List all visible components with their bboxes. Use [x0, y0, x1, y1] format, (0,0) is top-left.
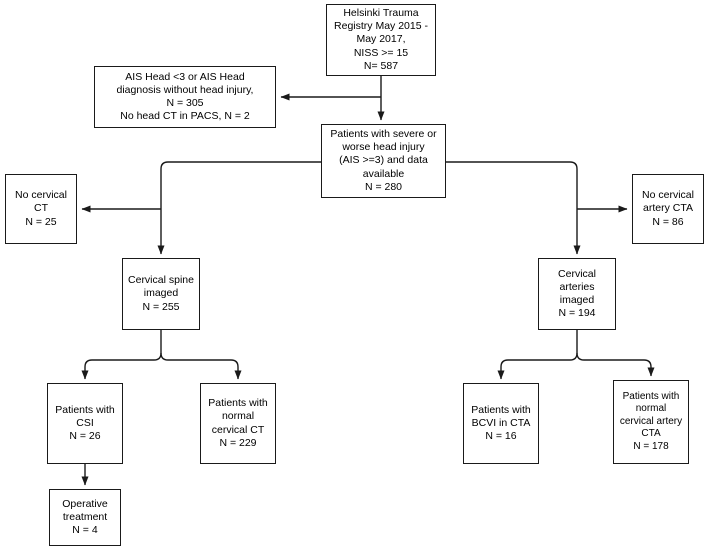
node-patients-normal-cervical-artery-cta-label: Patients with normal cervical artery CTA…	[619, 390, 683, 452]
node-no-cervical-artery-cta-label: No cervical artery CTA N = 86	[642, 189, 694, 228]
node-cervical-arteries-imaged: Cervical arteries imaged N = 194	[538, 258, 616, 330]
node-patients-normal-cervical-ct-label: Patients with normal cervical CT N = 229	[208, 397, 268, 449]
edge-cervical-arteries-to-patients-bcvi	[497, 352, 578, 380]
node-excluded-label: AIS Head <3 or AIS Head diagnosis withou…	[116, 70, 254, 123]
node-operative-treatment: Operative treatment N = 4	[49, 489, 121, 546]
node-registry-label: Helsinki Trauma Registry May 2015 - May …	[334, 6, 428, 72]
node-patients-bcvi-in-cta: Patients with BCVI in CTA N = 16	[463, 383, 539, 464]
node-patients-with-csi: Patients with CSI N = 26	[47, 383, 123, 464]
node-registry: Helsinki Trauma Registry May 2015 - May …	[326, 4, 436, 76]
node-no-cervical-artery-cta: No cervical artery CTA N = 86	[632, 174, 704, 244]
edge-cervical-arteries-to-patients-normal-cta	[576, 352, 655, 377]
node-operative-treatment-label: Operative treatment N = 4	[62, 497, 108, 537]
node-excluded: AIS Head <3 or AIS Head diagnosis withou…	[94, 66, 276, 128]
node-cervical-spine-imaged-label: Cervical spine imaged N = 255	[128, 274, 194, 313]
edge-cervical-spine-to-patients-csi	[81, 352, 162, 380]
node-patients-with-csi-label: Patients with CSI N = 26	[55, 403, 115, 443]
node-patients-bcvi-in-cta-label: Patients with BCVI in CTA N = 16	[471, 403, 531, 443]
edge-cervical-spine-to-patients-normal-ct	[160, 352, 242, 380]
node-severe-head-injury: Patients with severe or worse head injur…	[321, 124, 446, 198]
node-no-cervical-ct-label: No cervical CT N = 25	[15, 189, 67, 228]
edge-severe-to-cervical-spine-imaged	[157, 161, 321, 255]
node-severe-head-injury-label: Patients with severe or worse head injur…	[330, 127, 437, 193]
node-patients-normal-cervical-ct: Patients with normal cervical CT N = 229	[200, 383, 276, 464]
node-patients-normal-cervical-artery-cta: Patients with normal cervical artery CTA…	[613, 380, 689, 464]
node-no-cervical-ct: No cervical CT N = 25	[5, 174, 77, 244]
node-cervical-spine-imaged: Cervical spine imaged N = 255	[122, 258, 200, 330]
edge-severe-to-cervical-arteries-imaged	[446, 161, 581, 255]
node-cervical-arteries-imaged-label: Cervical arteries imaged N = 194	[558, 267, 596, 320]
